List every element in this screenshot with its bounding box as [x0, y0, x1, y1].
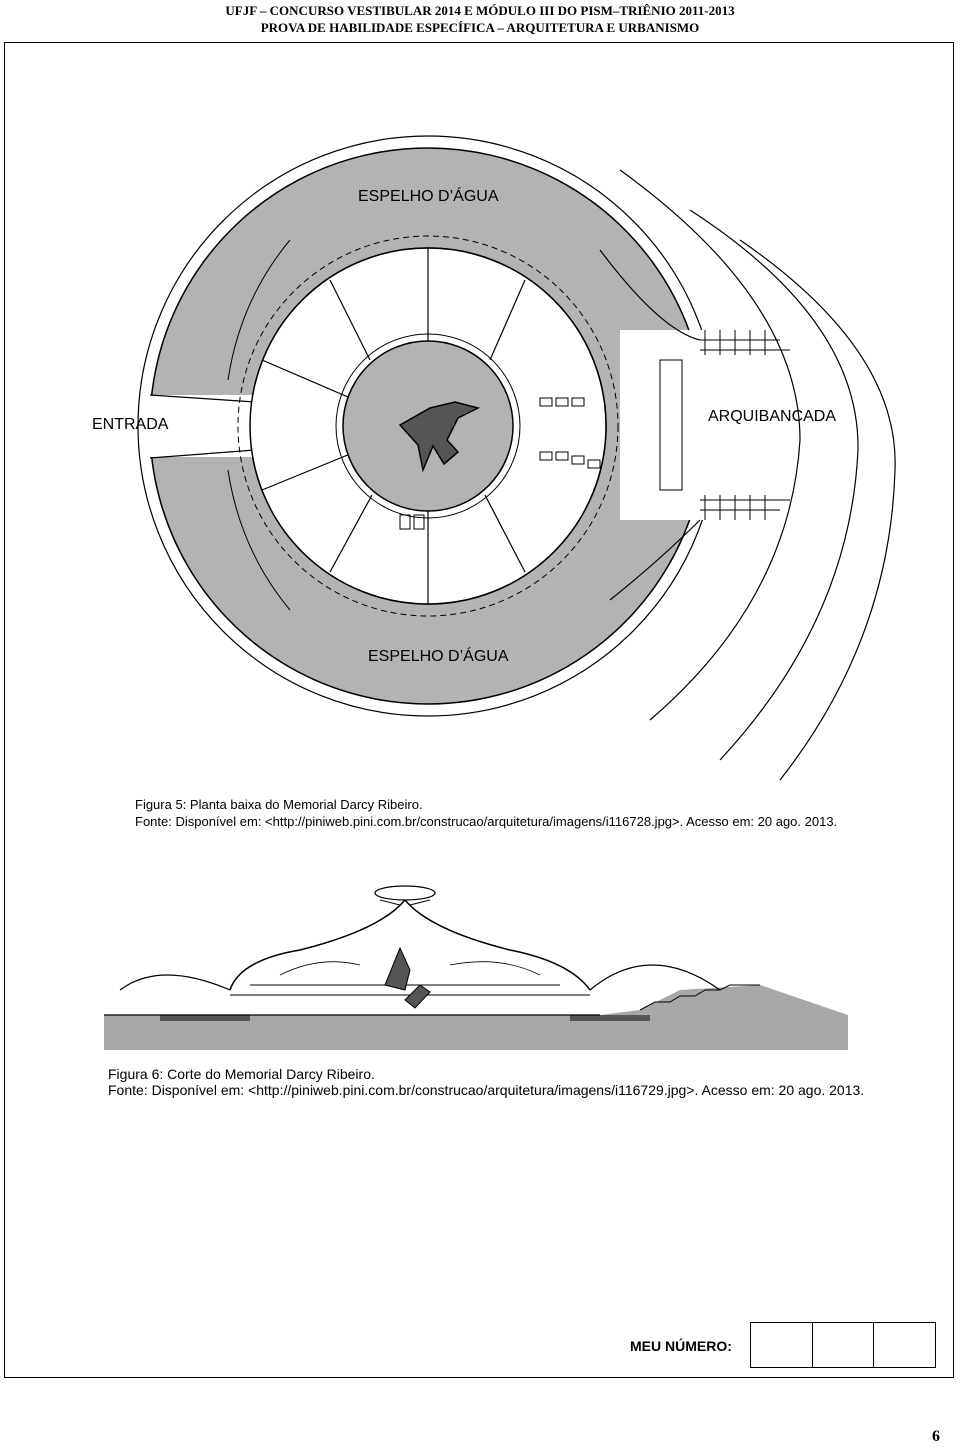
meu-numero-boxes [750, 1322, 936, 1368]
header-line-2: PROVA DE HABILIDADE ESPECÍFICA – ARQUITE… [260, 20, 700, 35]
figure6-caption-title: Figura 6: Corte do Memorial Darcy Ribeir… [108, 1066, 375, 1082]
label-espelho-dagua-top: ESPELHO D’ÁGUA [358, 188, 499, 205]
header-line-1: UFJF – CONCURSO VESTIBULAR 2014 E MÓDULO… [225, 3, 735, 18]
figure5-caption-source: Fonte: Disponível em: <http://piniweb.pi… [135, 814, 838, 829]
exam-frame [4, 42, 954, 1378]
page-number: 6 [932, 1428, 940, 1445]
floor-plan-drawing [137, 135, 896, 781]
meu-numero-cell-1[interactable] [751, 1323, 813, 1367]
figure5-caption-title: Figura 5: Planta baixa do Memorial Darcy… [135, 797, 423, 812]
section-drawing [104, 885, 848, 1050]
page-header: UFJF – CONCURSO VESTIBULAR 2014 E MÓDULO… [0, 2, 960, 36]
meu-numero-cell-3[interactable] [874, 1323, 935, 1367]
meu-numero-cell-2[interactable] [813, 1323, 875, 1367]
label-entrada: ENTRADA [92, 416, 169, 433]
meu-numero-label: MEU NÚMERO: [630, 1338, 732, 1354]
label-espelho-dagua-bottom: ESPELHO D’ÁGUA [368, 648, 509, 665]
label-arquibancada: ARQUIBANCADA [708, 408, 837, 425]
figure6-caption-source: Fonte: Disponível em: <http://piniweb.pi… [108, 1082, 865, 1098]
